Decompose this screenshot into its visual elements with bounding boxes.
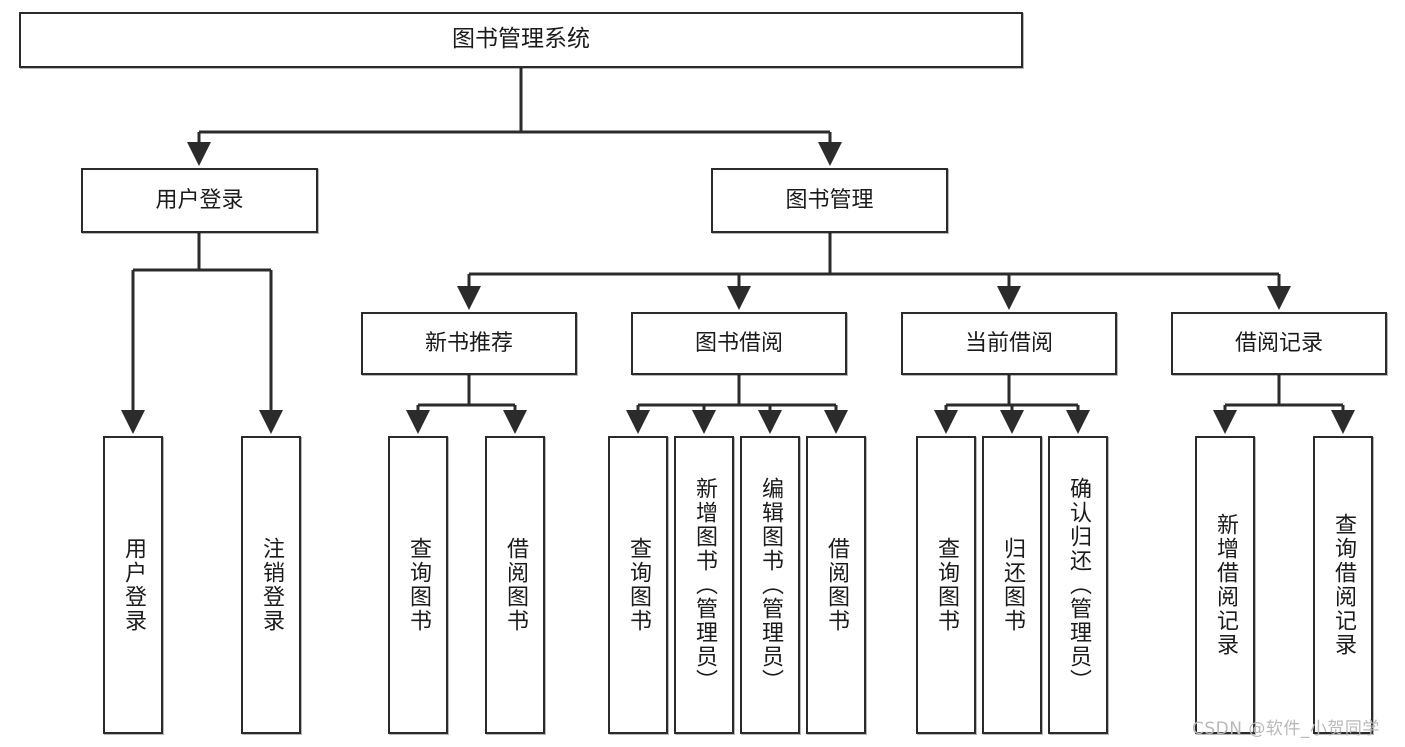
node-label: 借阅图书 (824, 537, 849, 633)
node-label: 查询借阅记录 (1331, 513, 1356, 657)
node-leaf-cb-return-book[interactable]: 归还图书 (982, 436, 1042, 734)
node-label: 查询图书 (934, 537, 959, 633)
node-label: 查询图书 (626, 537, 651, 633)
node-user-login[interactable]: 用户登录 (81, 168, 318, 233)
node-label: 借阅图书 (503, 537, 528, 633)
node-label: 新书推荐 (424, 330, 513, 356)
node-label: 图书管理系统 (452, 26, 590, 53)
node-leaf-bb-add-book-admin[interactable]: 新增图书（管理员） (674, 436, 734, 734)
node-label: 借阅记录 (1234, 330, 1323, 356)
node-leaf-nb-borrow-book[interactable]: 借阅图书 (485, 436, 545, 734)
node-leaf-cb-query-book[interactable]: 查询图书 (916, 436, 976, 734)
node-leaf-bb-borrow-book[interactable]: 借阅图书 (806, 436, 866, 734)
node-root-book-management-system[interactable]: 图书管理系统 (19, 12, 1023, 68)
node-label: 确认归还（管理员） (1066, 477, 1091, 693)
node-leaf-user-login[interactable]: 用户登录 (103, 436, 163, 734)
node-leaf-cb-confirm-return-admin[interactable]: 确认归还（管理员） (1048, 436, 1108, 734)
node-label: 用户登录 (155, 187, 244, 213)
node-leaf-br-query-record[interactable]: 查询借阅记录 (1313, 436, 1373, 734)
node-leaf-nb-query-book[interactable]: 查询图书 (388, 436, 448, 734)
node-label: 编辑图书（管理员） (758, 477, 783, 693)
node-label: 注销登录 (259, 537, 284, 633)
node-book-borrow[interactable]: 图书借阅 (631, 312, 847, 375)
csdn-watermark: CSDN @软件_小贺同学 (1192, 719, 1380, 739)
node-label: 图书管理 (785, 187, 874, 213)
node-label: 归还图书 (1000, 537, 1025, 633)
node-label: 新增借阅记录 (1213, 513, 1238, 657)
node-new-book-recommend[interactable]: 新书推荐 (361, 312, 577, 375)
node-label: 图书借阅 (694, 330, 783, 356)
node-book-management[interactable]: 图书管理 (711, 168, 948, 233)
node-current-borrow[interactable]: 当前借阅 (901, 312, 1117, 375)
node-label: 当前借阅 (964, 330, 1053, 356)
node-label: 用户登录 (121, 537, 146, 633)
node-leaf-bb-query-book[interactable]: 查询图书 (608, 436, 668, 734)
node-label: 新增图书（管理员） (692, 477, 717, 693)
node-leaf-br-add-record[interactable]: 新增借阅记录 (1195, 436, 1255, 734)
node-borrow-record[interactable]: 借阅记录 (1171, 312, 1387, 375)
node-leaf-logout[interactable]: 注销登录 (241, 436, 301, 734)
node-leaf-bb-edit-book-admin[interactable]: 编辑图书（管理员） (740, 436, 800, 734)
node-label: 查询图书 (406, 537, 431, 633)
